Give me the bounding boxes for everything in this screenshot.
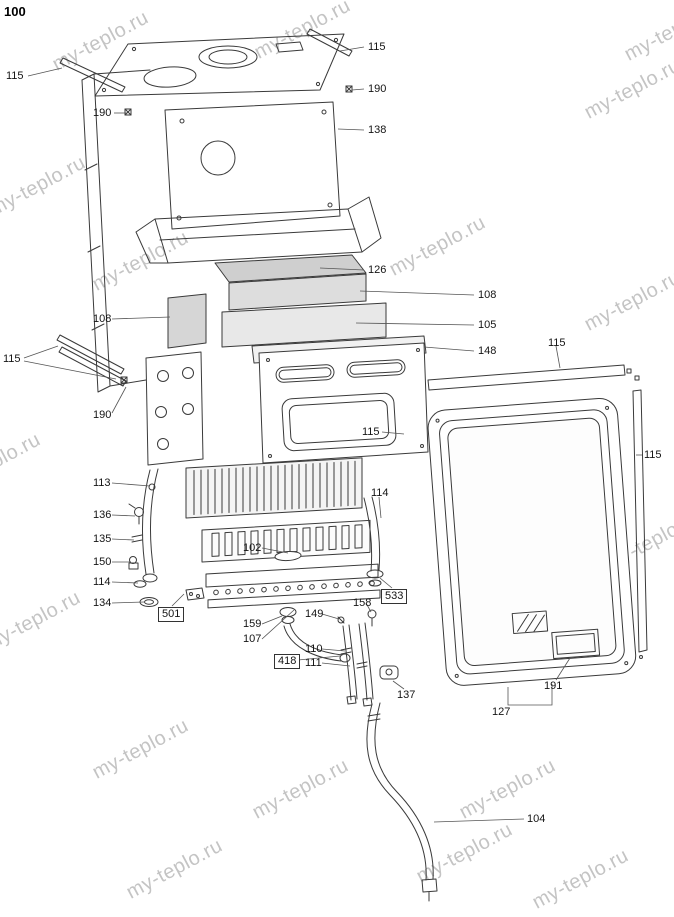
hoses [340, 622, 399, 707]
front-door-panel [427, 397, 637, 686]
callout-115-frame-top-left: 115 [6, 70, 24, 82]
callout-150: 150 [93, 556, 112, 568]
leader-lines [23, 46, 642, 823]
callout-114-right: 114 [371, 487, 389, 499]
callout-190-frame-bottom: 190 [93, 409, 112, 421]
callout-115-frame-bottom: 115 [3, 353, 21, 365]
callout-190-frame-left: 190 [93, 107, 112, 119]
callout-115-top-right: 115 [368, 41, 386, 53]
left-hydraulic-parts [128, 468, 205, 607]
callout-127: 127 [492, 706, 511, 718]
trim-strips [56, 28, 648, 653]
callout-418: 418 [274, 654, 301, 669]
callout-111: 111 [305, 657, 322, 669]
back-frame [81, 69, 151, 393]
callout-113: 113 [93, 477, 111, 489]
callout-115-door-top: 115 [548, 337, 566, 349]
combustion-front-plate [258, 342, 429, 464]
gas-union-pipe [279, 607, 351, 663]
callout-158: 158 [353, 597, 372, 609]
left-side-plate [145, 351, 204, 466]
callout-135: 135 [93, 533, 112, 545]
callout-138: 138 [368, 124, 387, 136]
callout-149: 149 [305, 608, 324, 620]
gas-manifold [205, 563, 381, 609]
callout-107: 107 [243, 633, 262, 645]
callout-136: 136 [93, 509, 112, 521]
heat-exchanger [185, 457, 363, 519]
callout-134: 134 [93, 597, 112, 609]
page-number: 100 [4, 4, 26, 19]
drain-hose [366, 702, 438, 902]
door-screw-dot [639, 655, 643, 659]
callout-104: 104 [527, 813, 546, 825]
callout-108-right: 108 [478, 289, 497, 301]
callout-190-top-right: 190 [368, 83, 387, 95]
callout-126: 126 [368, 264, 387, 276]
callout-108-left: 108 [93, 313, 112, 325]
callout-114-left: 114 [93, 576, 111, 588]
callout-115-side-strip: 115 [644, 449, 662, 461]
callout-533: 533 [381, 589, 408, 604]
air-box [135, 196, 382, 264]
callout-137: 137 [397, 689, 416, 701]
callout-105: 105 [478, 319, 497, 331]
callout-148: 148 [478, 345, 497, 357]
callout-115-front-plate: 115 [362, 426, 380, 438]
right-return-pipe [363, 496, 384, 627]
screw-190 [120, 85, 640, 384]
callout-191: 191 [544, 680, 563, 692]
burner [201, 519, 371, 563]
callout-159: 159 [243, 618, 262, 630]
callout-102: 102 [243, 542, 262, 554]
callout-110: 110 [305, 643, 323, 655]
top-cover-panel [94, 33, 345, 97]
callout-501: 501 [158, 607, 185, 622]
rear-panel [164, 101, 341, 230]
